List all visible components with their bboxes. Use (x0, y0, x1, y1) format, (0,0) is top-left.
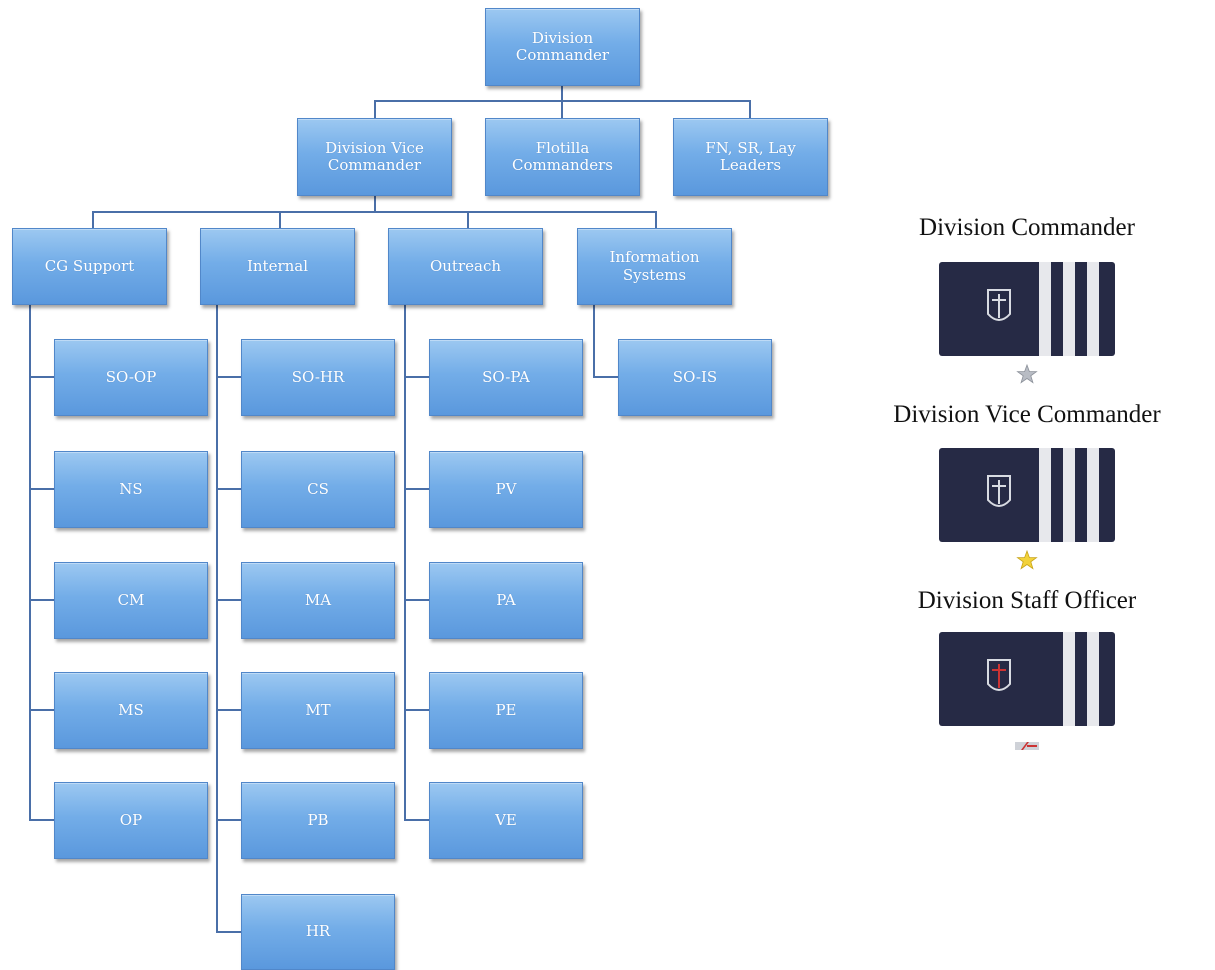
node-outreach: Outreach (388, 228, 543, 305)
rank-title-division-vice-commander: Division Vice Commander (893, 401, 1161, 428)
node-so-hr: SO-HR (241, 339, 395, 416)
node-pb: PB (241, 782, 395, 859)
rank-title-division-commander: Division Commander (919, 214, 1135, 241)
connector-dept-bar (92, 211, 657, 213)
connector-to-outreach (467, 211, 469, 228)
node-ms: MS (54, 672, 208, 749)
connector-internal-branch (216, 488, 241, 490)
node-information-systems: Information Systems (577, 228, 732, 305)
node-cs: CS (241, 451, 395, 528)
node-so-op: SO-OP (54, 339, 208, 416)
shoulder-board-division-commander (939, 262, 1115, 356)
node-internal: Internal (200, 228, 355, 305)
connector-to-information-systems (655, 211, 657, 228)
shoulder-board-division-vice-commander (939, 448, 1115, 542)
connector-internal-branch (216, 709, 241, 711)
connector-to-fn (749, 100, 751, 118)
node-mt: MT (241, 672, 395, 749)
shoulder-board-division-staff-officer (939, 632, 1115, 726)
rank-title-division-staff-officer: Division Staff Officer (917, 587, 1137, 614)
connector-outreach-branch (404, 819, 429, 821)
connector-cg-branch (29, 709, 54, 711)
connector-is-spine (593, 305, 595, 378)
connector-is-branch (593, 376, 618, 378)
node-fn-sr-lay-leaders: FN, SR, Lay Leaders (673, 118, 828, 196)
connector-to-internal (279, 211, 281, 228)
node-division-commander: Division Commander (485, 8, 640, 86)
connector-to-flotilla (561, 100, 563, 118)
connector-cg-branch (29, 488, 54, 490)
connector-top-stem (561, 86, 563, 101)
connector-vice-stem (374, 195, 376, 212)
connector-cg-branch (29, 376, 54, 378)
connector-internal-branch (216, 376, 241, 378)
node-so-pa: SO-PA (429, 339, 583, 416)
node-ns: NS (54, 451, 208, 528)
node-pe: PE (429, 672, 583, 749)
connector-internal-branch (216, 599, 241, 601)
connector-cg-branch (29, 819, 54, 821)
connector-internal-branch (216, 931, 241, 933)
connector-to-vice (374, 100, 376, 118)
node-ma: MA (241, 562, 395, 639)
silver-star-icon (1016, 364, 1038, 384)
node-op: OP (54, 782, 208, 859)
connector-outreach-branch (404, 599, 429, 601)
connector-outreach-spine (404, 305, 406, 820)
connector-to-cg-support (92, 211, 94, 228)
connector-outreach-branch (404, 488, 429, 490)
connector-internal-spine (216, 305, 218, 933)
node-so-is: SO-IS (618, 339, 772, 416)
connector-cg-spine (29, 305, 31, 820)
connector-cg-branch (29, 599, 54, 601)
red-silver-device-icon (1015, 742, 1039, 750)
node-pa: PA (429, 562, 583, 639)
node-cm: CM (54, 562, 208, 639)
node-pv: PV (429, 451, 583, 528)
connector-outreach-branch (404, 709, 429, 711)
node-flotilla-commanders: Flotilla Commanders (485, 118, 640, 196)
connector-outreach-branch (404, 376, 429, 378)
node-division-vice-commander: Division Vice Commander (297, 118, 452, 196)
connector-internal-branch (216, 819, 241, 821)
node-ve: VE (429, 782, 583, 859)
node-cg-support: CG Support (12, 228, 167, 305)
node-hr: HR (241, 894, 395, 970)
gold-star-icon (1016, 550, 1038, 570)
